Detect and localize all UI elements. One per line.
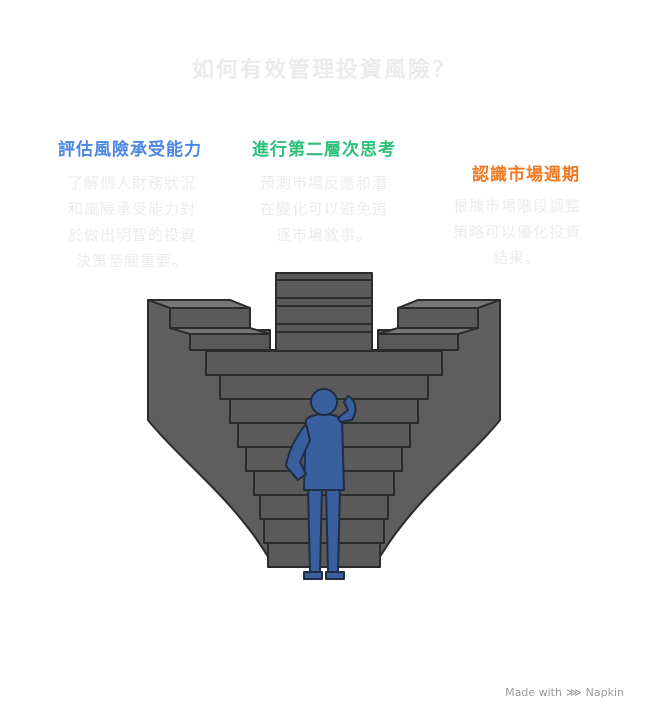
page-title: 如何有效管理投資風險？ <box>191 57 456 83</box>
step-heading-market-cycles: 認識市場週期 <box>472 165 580 185</box>
description-line: 於做出明智的投資 <box>67 226 196 244</box>
step-description-risk-tolerance: 了解個人財務狀況 和風險承受能力對 於做出明智的投資 決策至關重要。 <box>47 170 217 274</box>
description-line: 和風險承受能力對 <box>67 200 196 218</box>
description-line: 策略可以優化投資 <box>452 223 581 241</box>
description-line: 根據市場階段調整 <box>452 197 581 215</box>
step-heading-second-level-thinking: 進行第二層次思考 <box>252 140 396 160</box>
description-line: 了解個人財務狀況 <box>67 174 196 192</box>
step-description-second-level-thinking: 預測市場反應和潛 在變化可以避免追 逐市場敘事。 <box>239 170 409 248</box>
napkin-logo-icon: ⋙ <box>565 686 582 699</box>
brand-name: Napkin <box>585 686 624 699</box>
description-line: 在變化可以避免追 <box>259 200 388 218</box>
step-description-market-cycles: 根據市場階段調整 策略可以優化投資 結果。 <box>432 193 602 271</box>
description-line: 逐市場敘事。 <box>275 226 372 244</box>
brand-text: Made with <box>505 686 562 699</box>
description-line: 預測市場反應和潛 <box>259 174 388 192</box>
description-line: 結果。 <box>492 249 541 267</box>
napkin-watermark: Made with ⋙ Napkin <box>505 686 624 699</box>
step-heading-risk-tolerance: 評估風險承受能力 <box>58 140 202 160</box>
description-line: 決策至關重要。 <box>75 252 188 270</box>
thinking-person-icon <box>285 388 357 580</box>
